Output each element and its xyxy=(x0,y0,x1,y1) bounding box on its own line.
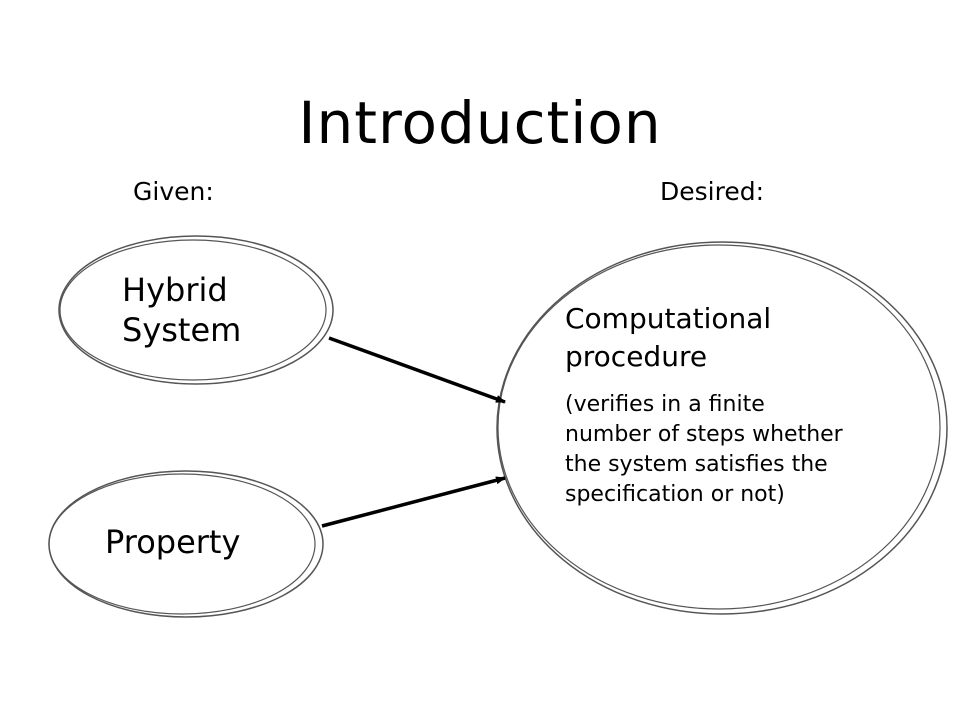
arrow-hybrid-to-procedure xyxy=(328,336,506,404)
hybrid-system-node xyxy=(58,235,334,385)
hybrid-system-line1: Hybrid xyxy=(122,271,228,309)
arrow-property-to-procedure xyxy=(321,476,506,528)
property-node xyxy=(48,470,324,618)
given-label: Given: xyxy=(133,177,214,206)
hybrid-system-line2: System xyxy=(122,311,242,349)
procedure-title: Computational procedure xyxy=(565,300,865,376)
procedure-title-line2: procedure xyxy=(565,340,708,373)
procedure-node xyxy=(496,241,948,615)
procedure-title-line1: Computational xyxy=(565,302,772,335)
slide-title: Introduction xyxy=(298,89,662,157)
hybrid-system-label: Hybrid System xyxy=(122,270,241,350)
procedure-detail-line: number of steps whether xyxy=(565,422,843,447)
procedure-detail-line: (verifies in a finite xyxy=(565,392,765,417)
desired-label: Desired: xyxy=(660,177,765,206)
property-label: Property xyxy=(105,523,241,561)
procedure-detail: (verifies in a finite number of steps wh… xyxy=(565,390,945,510)
procedure-detail-line: the system satisfies the xyxy=(565,452,828,477)
procedure-detail-line: specification or not) xyxy=(565,482,785,507)
